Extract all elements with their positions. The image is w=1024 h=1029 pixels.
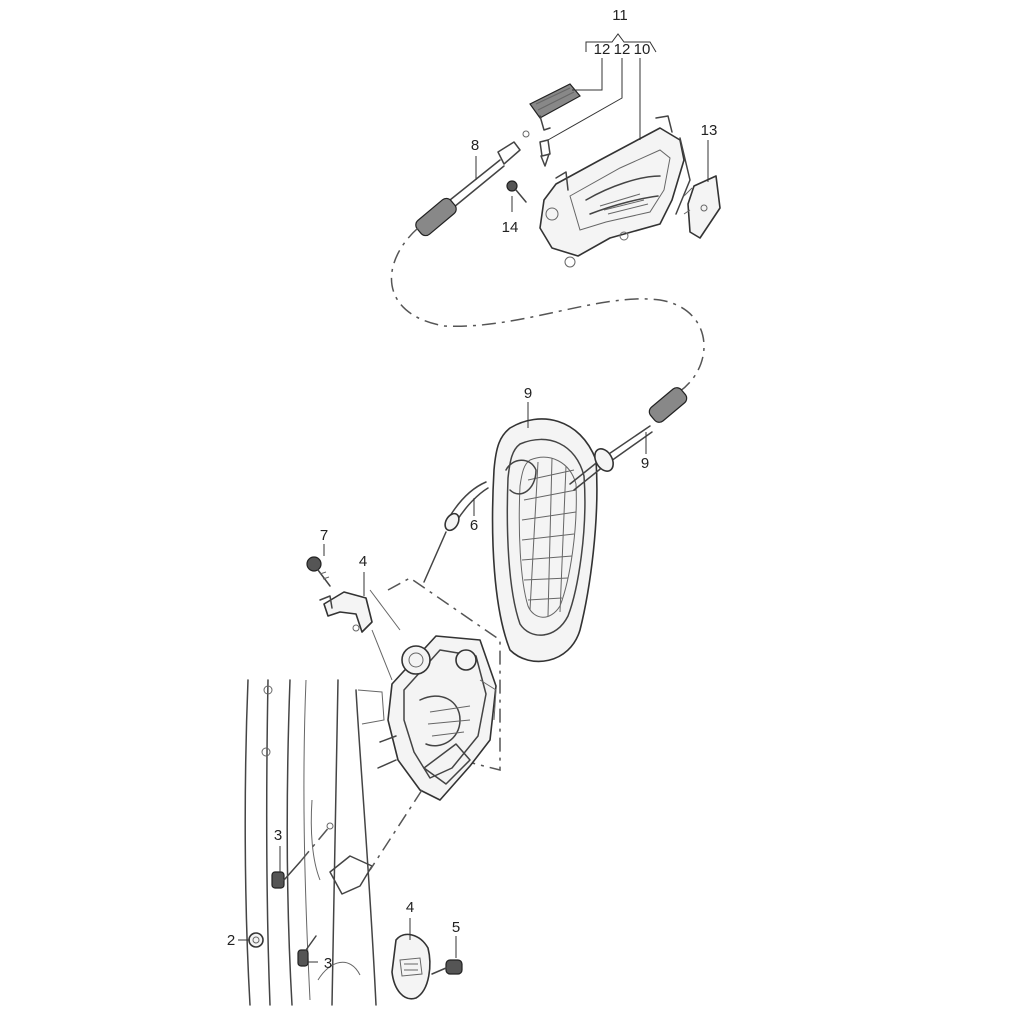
handle-cover-part	[683, 175, 721, 239]
small-screw-part	[539, 139, 551, 167]
callout-13: 13	[701, 122, 718, 139]
door-screw-lower	[297, 935, 317, 967]
callout-12-right: 12	[614, 41, 631, 58]
inner-handle-assembly	[539, 115, 691, 268]
callout-7: 7	[320, 527, 328, 544]
bracket-bolt-part	[306, 556, 331, 587]
callout-4-striker: 4	[406, 899, 414, 916]
door-latch-module	[377, 635, 497, 801]
callout-9-cable: 9	[641, 455, 649, 472]
upper-cable-part	[415, 130, 530, 237]
door-panel-edge	[244, 679, 385, 1006]
striker-bolt-part	[431, 959, 463, 975]
mounting-screw-part	[506, 180, 527, 203]
door-screw-upper	[271, 861, 301, 889]
release-lever-part	[529, 83, 581, 131]
callout-12-left: 12	[594, 41, 611, 58]
callout-4-bracket: 4	[359, 553, 367, 570]
callout-6: 6	[470, 517, 478, 534]
callout-3-upper: 3	[274, 827, 282, 844]
callout-3-lower: 3	[324, 955, 332, 972]
callout-10: 10	[634, 41, 651, 58]
washer-part	[248, 932, 264, 948]
callout-8: 8	[471, 137, 479, 154]
inner-door-panel-part	[491, 418, 598, 663]
release-cable-part	[423, 481, 489, 583]
side-cable-part	[569, 387, 688, 491]
leader-lines	[238, 33, 709, 963]
callout-9-panel: 9	[524, 385, 532, 402]
callout-5: 5	[452, 919, 460, 936]
callout-2: 2	[227, 932, 235, 949]
striker-plate-part	[391, 933, 431, 1000]
latch-bracket-part	[319, 591, 373, 633]
latch-alignment-line	[369, 789, 423, 871]
callout-11: 11	[612, 7, 628, 24]
callout-14: 14	[502, 219, 519, 236]
cable-route-line	[390, 227, 705, 401]
